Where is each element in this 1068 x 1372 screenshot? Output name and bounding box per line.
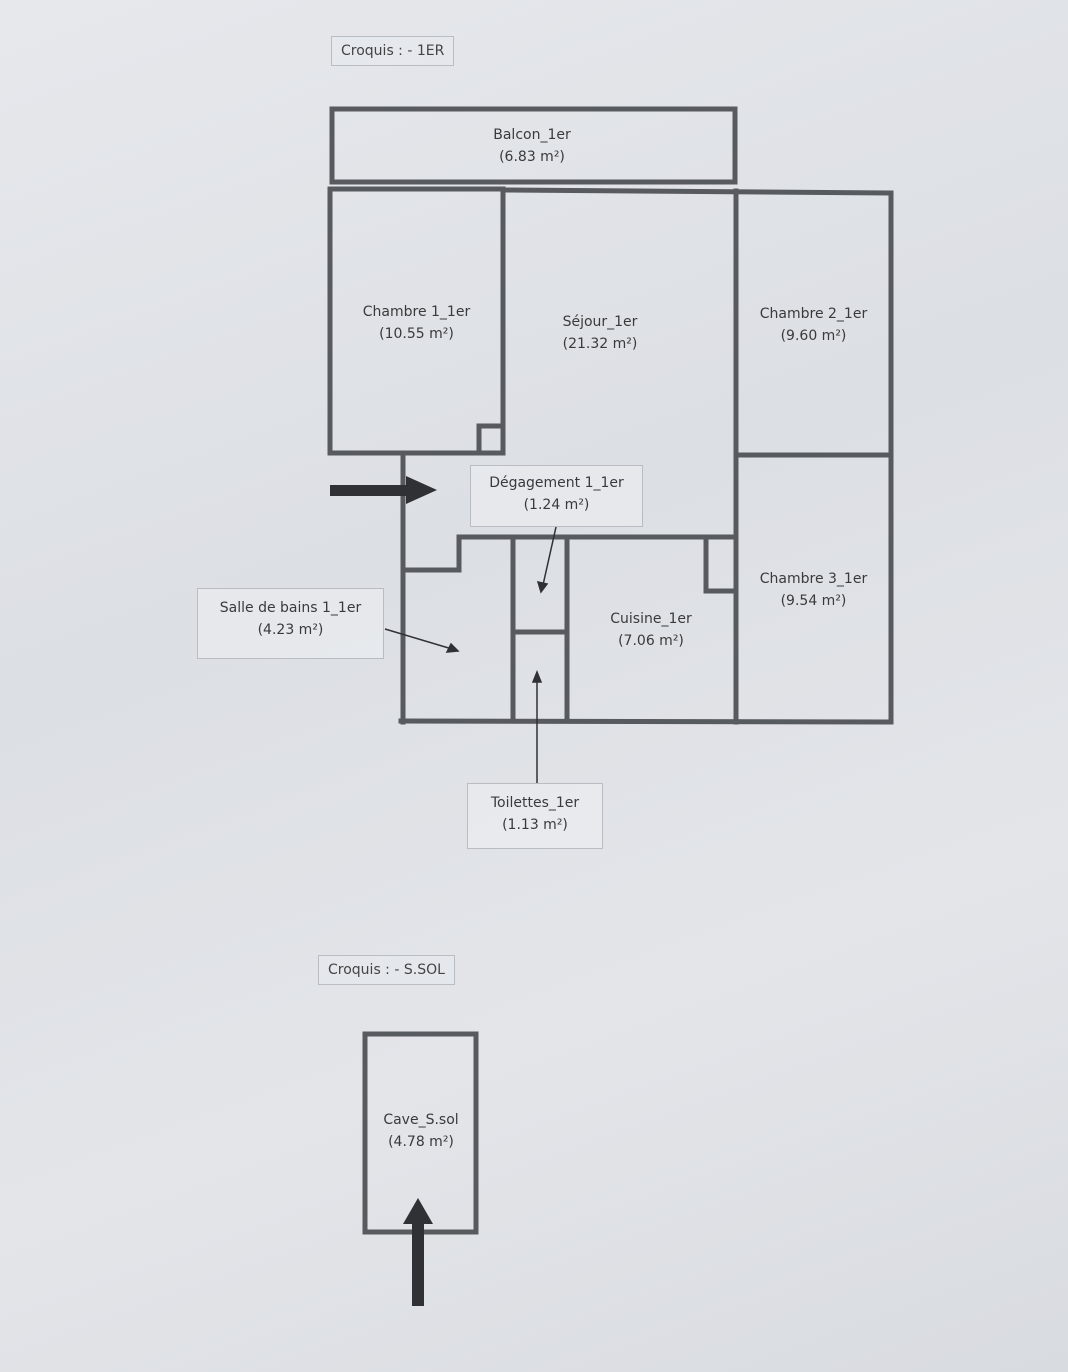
room-cave: Cave_S.sol (4.78 m²) (363, 1109, 479, 1153)
room-name: Cave_S.sol (383, 1112, 459, 1128)
room-area: (1.13 m²) (502, 817, 568, 833)
wall-closet-chambre-1 (476, 423, 506, 456)
room-area: (7.06 m²) (618, 633, 684, 649)
room-area: (1.24 m²) (523, 497, 590, 513)
wall-closet-cuisine (703, 534, 739, 594)
room-chambre-3: Chambre 3_1er (9.54 m²) (736, 568, 891, 612)
cave-entrance-arrow-icon (403, 1198, 433, 1306)
room-name: Dégagement 1_1er (489, 475, 624, 491)
room-name: Cuisine_1er (610, 611, 692, 627)
room-cuisine: Cuisine_1er (7.06 m²) (571, 608, 731, 652)
arrowhead-icon (531, 669, 543, 683)
pointer-salle-de-bains (384, 628, 453, 650)
room-area: (10.55 m²) (379, 326, 454, 342)
room-sejour: Séjour_1er (21.32 m²) (500, 311, 700, 355)
pointer-degagement (542, 526, 557, 586)
room-name: Balcon_1er (493, 127, 571, 143)
wall-chambre-1 (327, 186, 506, 456)
room-chambre-2: Chambre 2_1er (9.60 m²) (736, 303, 891, 347)
section-header-1er: Croquis : - 1ER (331, 36, 455, 66)
wall-step (400, 534, 739, 573)
section-header-ssol: Croquis : - S.SOL (318, 955, 455, 985)
wall-bottom (398, 718, 894, 725)
entrance-arrow-icon (330, 476, 437, 504)
room-name: Séjour_1er (562, 314, 638, 330)
room-area: (21.32 m²) (562, 336, 638, 352)
room-area: (4.23 m²) (257, 622, 324, 638)
room-name: Chambre 3_1er (759, 571, 868, 587)
room-degagement: Dégagement 1_1er (1.24 m²) (470, 465, 643, 527)
room-toilettes: Toilettes_1er (1.13 m²) (467, 783, 603, 849)
room-area: (4.78 m²) (388, 1134, 454, 1150)
room-name: Salle de bains 1_1er (219, 600, 362, 616)
room-area: (6.83 m²) (499, 149, 565, 165)
room-chambre-1: Chambre 1_1er (10.55 m²) (330, 301, 503, 345)
wall-balcon (329, 106, 738, 185)
room-area: (9.60 m²) (780, 328, 847, 344)
wall-top (500, 187, 894, 196)
arrowhead-icon (536, 580, 549, 594)
room-balcon: Balcon_1er (6.83 m²) (432, 124, 632, 168)
arrowhead-icon (445, 642, 460, 653)
room-name: Chambre 1_1er (362, 304, 471, 320)
room-area: (9.54 m²) (780, 593, 847, 609)
room-salle-de-bains: Salle de bains 1_1er (4.23 m²) (197, 588, 384, 659)
room-name: Chambre 2_1er (759, 306, 868, 322)
room-name: Toilettes_1er (490, 795, 580, 811)
